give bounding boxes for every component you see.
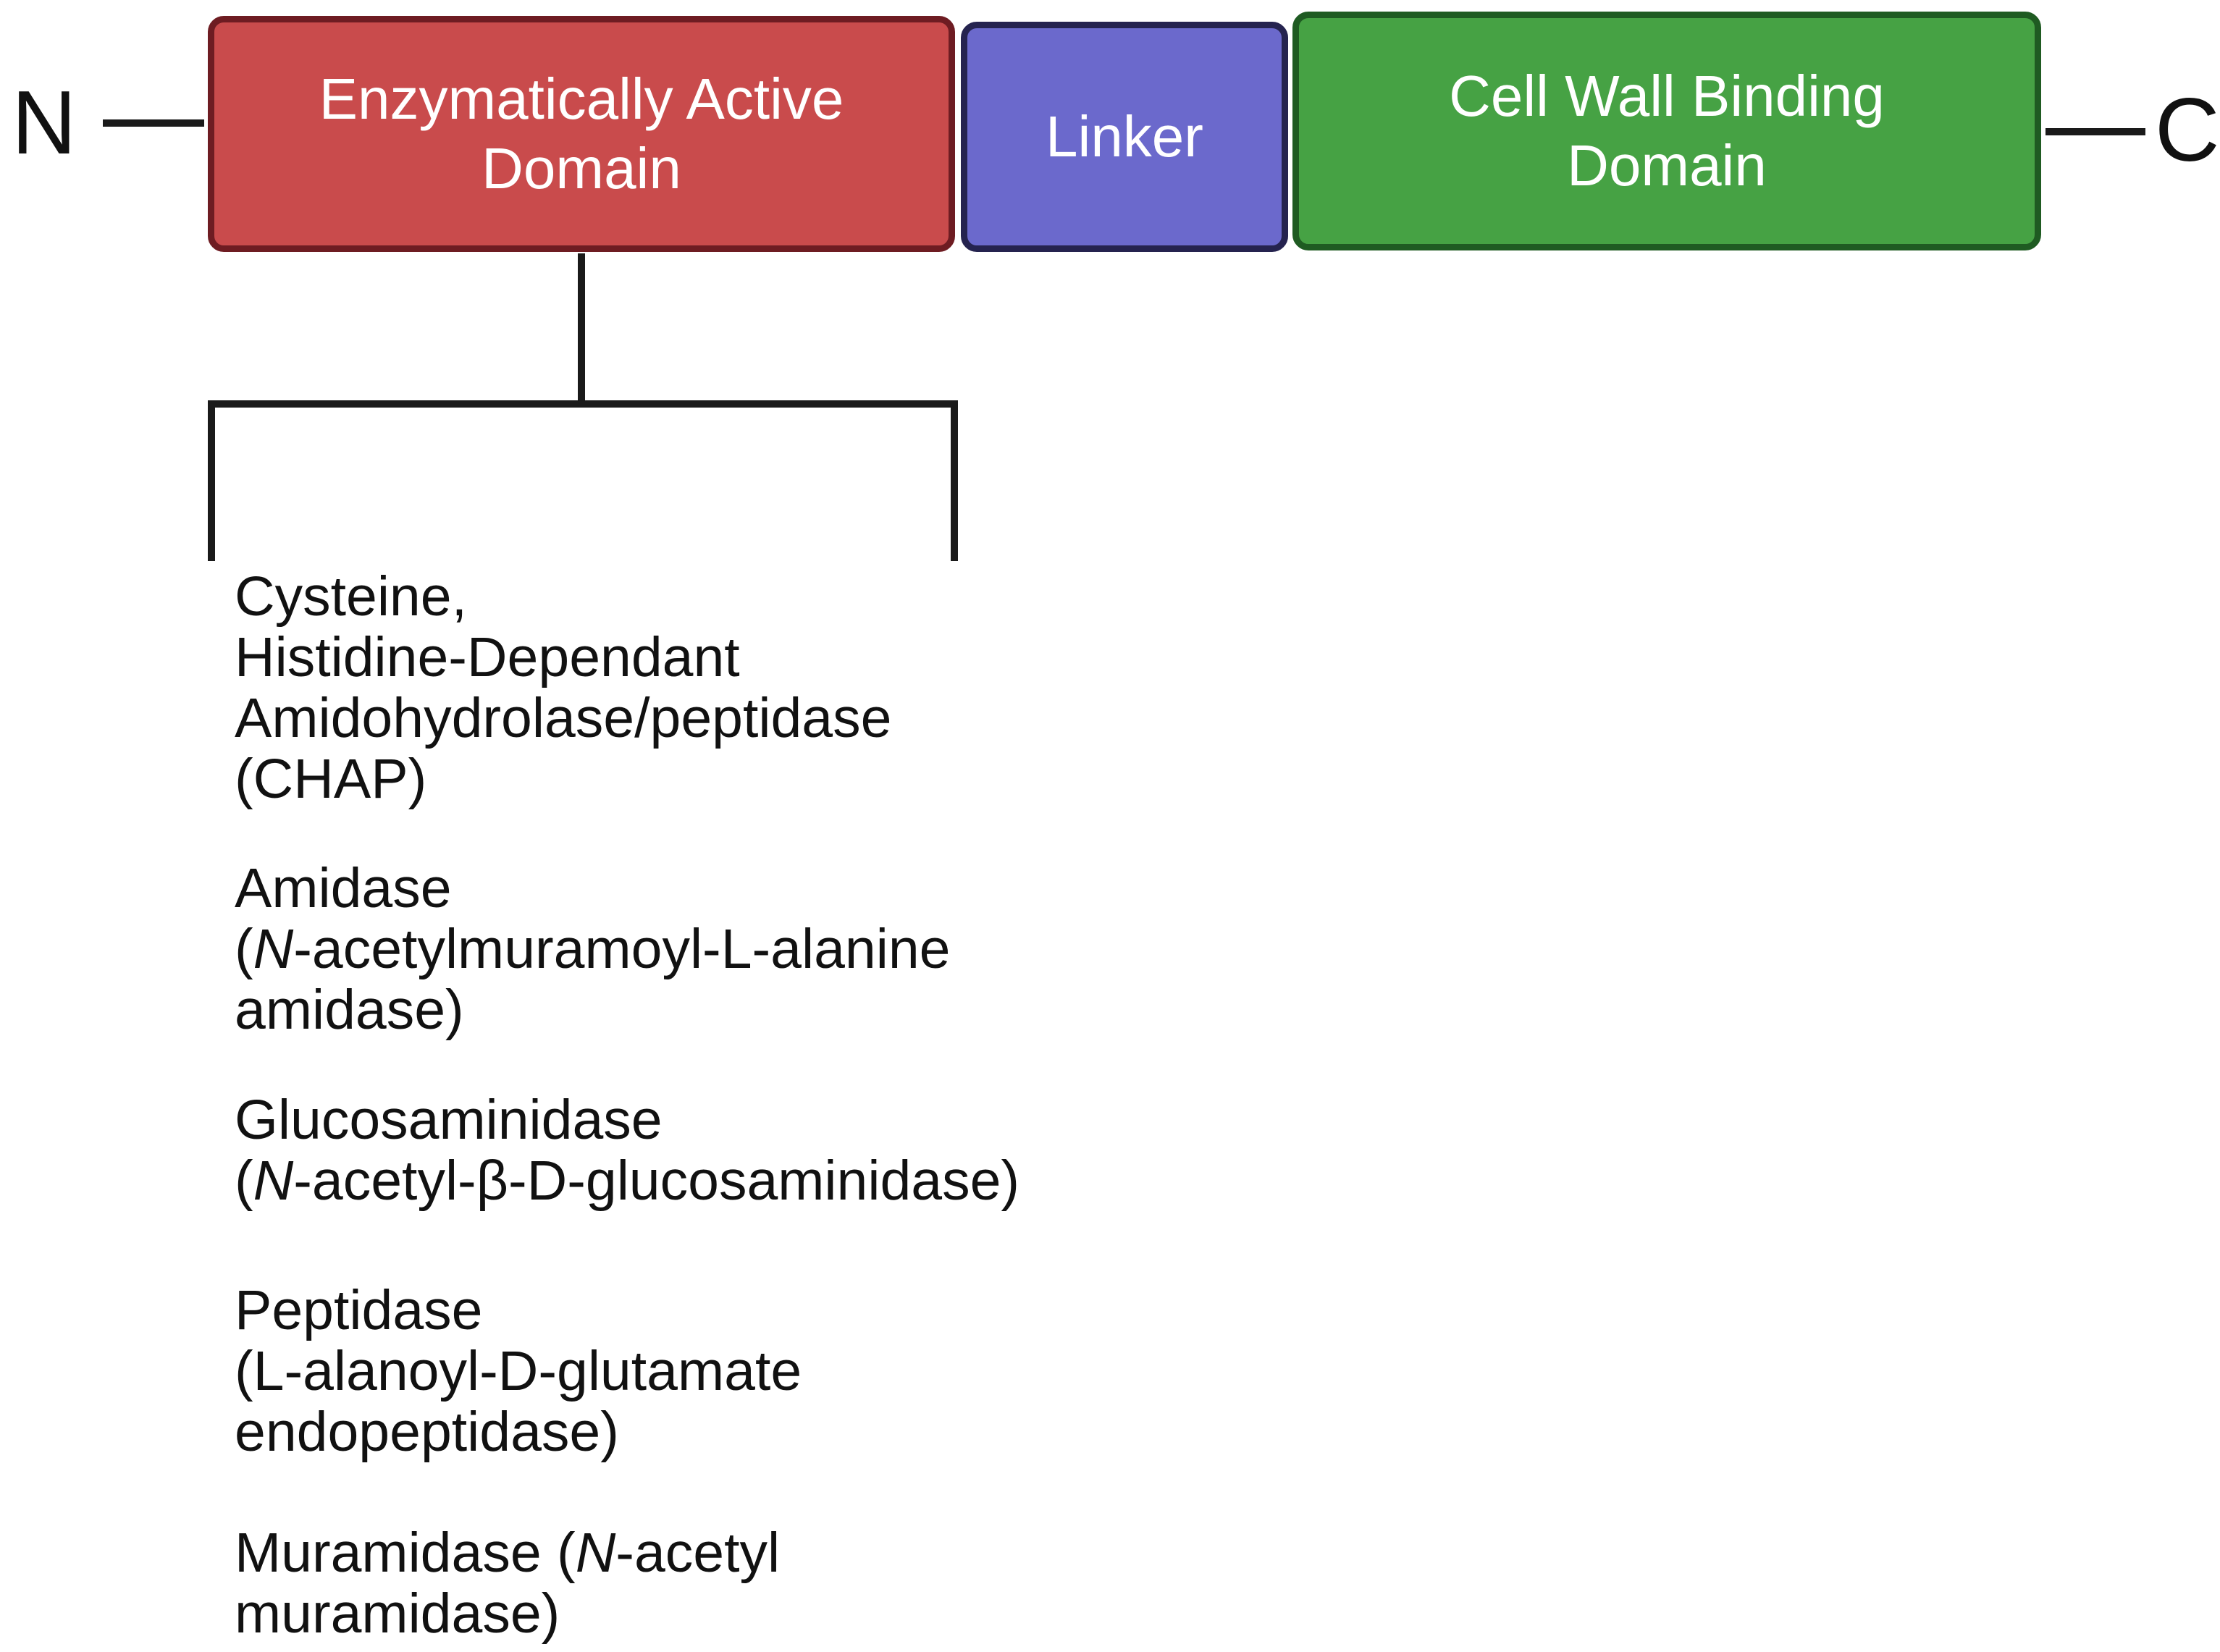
n-terminus-connector — [103, 119, 204, 127]
activity-glucosaminidase: Glucosaminidase (N-acetyl-β-D-glucosamin… — [235, 1089, 1020, 1212]
c-terminus-label: C — [2155, 80, 2220, 180]
activity-muramidase: Muramidase (N-acetyl muramidase) — [235, 1522, 781, 1645]
activity-chap: Cysteine, Histidine-Dependant Amidohydro… — [235, 565, 892, 810]
enzymatically-active-domain-label: Enzymatically Active Domain — [319, 67, 844, 201]
linker-box: Linker — [961, 22, 1288, 252]
bracket-stem — [578, 253, 585, 404]
activity-amidase: Amidase (N-acetylmuramoyl-L-alanine amid… — [235, 857, 951, 1041]
c-terminus-connector — [2045, 128, 2145, 135]
n-terminus-label: N — [12, 73, 77, 173]
bracket-right-leg — [951, 400, 958, 561]
cell-wall-binding-domain-box: Cell Wall Binding Domain — [1292, 12, 2041, 250]
linker-label: Linker — [1046, 104, 1203, 169]
cell-wall-binding-domain-label: Cell Wall Binding Domain — [1449, 64, 1885, 198]
activity-peptidase: Peptidase (L-alanoyl-D-glutamate endopep… — [235, 1279, 802, 1463]
enzymatically-active-domain-box: Enzymatically Active Domain — [208, 16, 955, 252]
bracket-bar — [208, 400, 958, 408]
bracket-left-leg — [208, 400, 215, 561]
